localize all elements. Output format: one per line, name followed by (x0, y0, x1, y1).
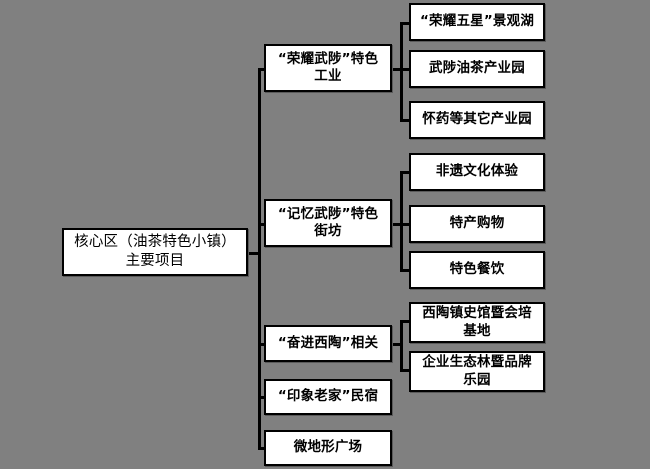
node-branch-3-child-2-label: 企业生态林暨品牌 乐园 (422, 354, 532, 388)
node-branch-1-child-2-label: 武陟油茶产业园 (429, 60, 525, 77)
connector-branch-3-leaf-1 (400, 320, 410, 323)
connector-trunk-to-branch-2 (258, 223, 266, 226)
connector-branch-3-out (391, 343, 403, 346)
connector-branch-2-subtrunk (400, 171, 403, 272)
node-branch-5-label: 微地形广场 (293, 439, 363, 456)
connector-branch-2-leaf-2 (400, 223, 410, 226)
node-branch-1-child-3-label: 怀药等其它产业园 (422, 111, 532, 128)
connector-branch-1-leaf-2 (400, 68, 410, 71)
node-branch-4-label: “印象老家”民宿 (277, 388, 379, 405)
node-branch-4[interactable]: “印象老家”民宿 (264, 379, 392, 415)
node-branch-1[interactable]: “荣耀武陟”特色 工业 (264, 44, 392, 92)
node-branch-2-child-2[interactable]: 特产购物 (409, 205, 545, 243)
node-branch-2[interactable]: “记忆武陟”特色 街坊 (264, 199, 392, 247)
connector-root-stub (247, 252, 261, 255)
connector-branch-3-subtrunk (400, 320, 403, 372)
node-branch-2-label: “记忆武陟”特色 街坊 (277, 205, 379, 239)
node-branch-2-child-2-label: 特产购物 (449, 215, 505, 232)
node-branch-2-child-1-label: 非遗文化体验 (435, 163, 519, 180)
node-branch-2-child-3-label: 特色餐饮 (449, 261, 505, 278)
node-branch-3-child-1-label: 西陶镇史馆暨会培 基地 (422, 305, 532, 339)
connector-branch-1-subtrunk (400, 22, 403, 120)
connector-trunk-to-branch-5 (258, 447, 266, 450)
connector-trunk-to-branch-3 (258, 343, 266, 346)
node-branch-1-child-3[interactable]: 怀药等其它产业园 (409, 101, 545, 139)
connector-branch-1-leaf-1 (400, 22, 410, 25)
node-branch-1-child-1[interactable]: “荣耀五星”景观湖 (409, 3, 545, 41)
connector-branch-2-out (391, 223, 403, 226)
node-root[interactable]: 核心区（油茶特色小镇） 主要项目 (62, 228, 248, 276)
node-root-label: 核心区（油茶特色小镇） 主要项目 (74, 234, 236, 269)
node-branch-1-label: “荣耀武陟”特色 工业 (277, 50, 379, 84)
node-branch-3-child-2[interactable]: 企业生态林暨品牌 乐园 (409, 351, 545, 392)
node-branch-2-child-1[interactable]: 非遗文化体验 (409, 153, 545, 191)
connector-trunk-to-branch-4 (258, 396, 266, 399)
node-branch-3[interactable]: “奋进西陶”相关 (264, 325, 392, 362)
connector-main-trunk (258, 69, 261, 449)
connector-trunk-to-branch-1 (258, 68, 266, 71)
connector-branch-1-leaf-3 (400, 119, 410, 122)
node-branch-1-child-2[interactable]: 武陟油茶产业园 (409, 50, 545, 88)
node-branch-5[interactable]: 微地形广场 (264, 430, 392, 466)
node-branch-2-child-3[interactable]: 特色餐饮 (409, 251, 545, 289)
connector-branch-2-leaf-1 (400, 171, 410, 174)
node-branch-1-child-1-label: “荣耀五星”景观湖 (419, 13, 535, 30)
connector-branch-1-out (391, 68, 403, 71)
connector-branch-3-leaf-2 (400, 369, 410, 372)
node-branch-3-label: “奋进西陶”相关 (277, 334, 379, 351)
connector-branch-2-leaf-3 (400, 269, 410, 272)
node-branch-3-child-1[interactable]: 西陶镇史馆暨会培 基地 (409, 302, 545, 343)
